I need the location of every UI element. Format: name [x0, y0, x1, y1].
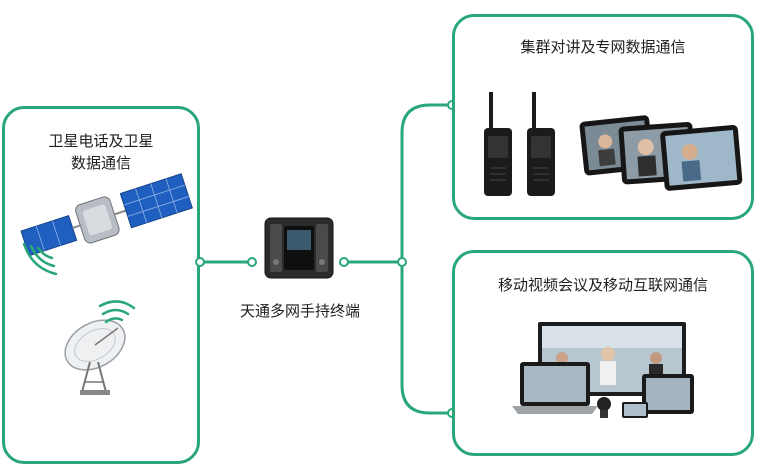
- walkie-talkie-2: [527, 92, 555, 196]
- walkie-talkie-1: [484, 92, 512, 196]
- dot-left-box: [195, 257, 205, 267]
- trunking-box-title: 集群对讲及专网数据通信: [520, 38, 686, 56]
- satellite-box: [2, 106, 200, 464]
- dot-terminal-left: [247, 257, 257, 267]
- conference-camera: [597, 397, 611, 411]
- satellite-box-title: 卫星电话及卫星 数据通信: [2, 130, 200, 174]
- satellite-title-line1: 卫星电话及卫星: [48, 132, 154, 150]
- signal-waves-satellite: [22, 242, 58, 276]
- dot-branch: [397, 257, 407, 267]
- satellite-title-line2: 数据通信: [70, 154, 131, 172]
- signal-waves-dish: [98, 300, 136, 324]
- video-conference-box-title: 移动视频会议及移动互联网通信: [497, 276, 708, 294]
- terminal-label: 天通多网手持终端: [239, 302, 360, 320]
- dot-terminal-right: [339, 257, 349, 267]
